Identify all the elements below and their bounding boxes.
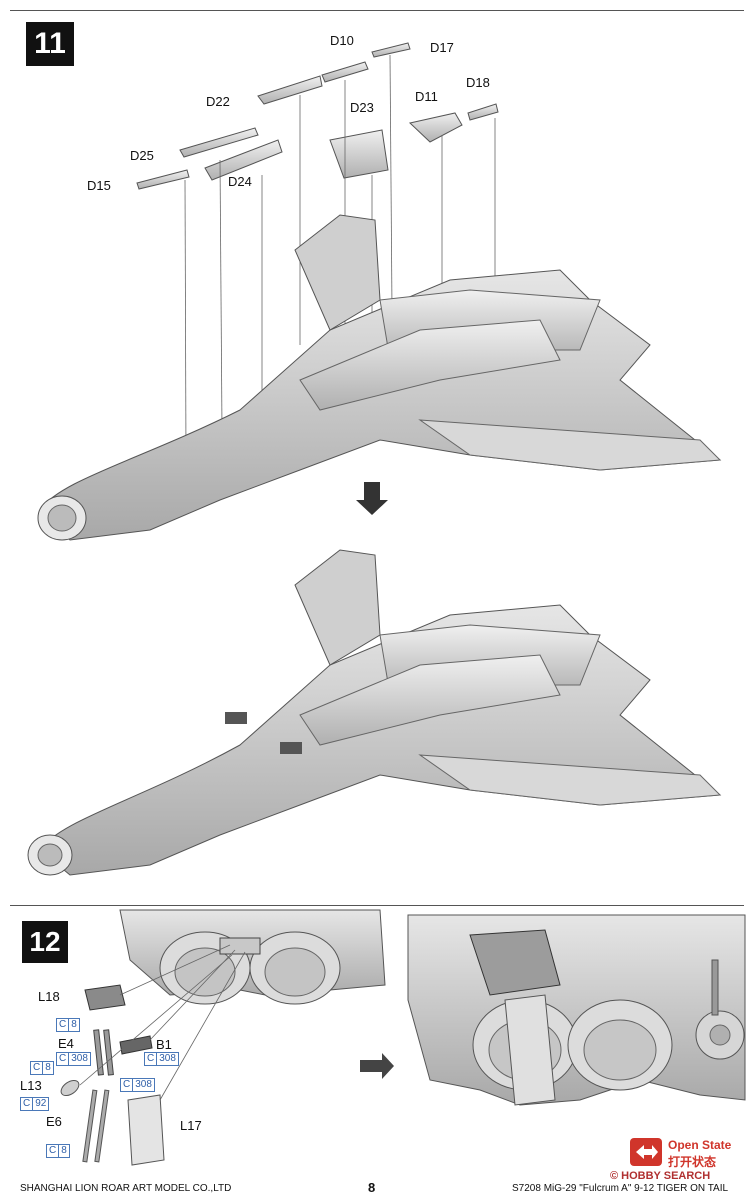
step12-leaders — [79, 944, 246, 1101]
part-d22 — [257, 75, 323, 105]
aircraft-upper — [37, 214, 722, 541]
step-number-11: 11 — [26, 22, 74, 66]
label-e4: E4 — [58, 1036, 74, 1051]
label-d18: D18 — [466, 75, 490, 90]
section-divider — [10, 905, 744, 906]
label-l13: L13 — [20, 1078, 42, 1093]
label-b1: B1 — [156, 1037, 172, 1052]
part-d23 — [329, 129, 389, 179]
step12-right-view — [407, 914, 746, 1106]
part-d24 — [204, 139, 283, 181]
part-d15 — [136, 169, 190, 190]
label-d17: D17 — [430, 40, 454, 55]
aircraft-lower — [27, 549, 722, 876]
footer-company: SHANGHAI LION ROAR ART MODEL CO.,LTD — [20, 1183, 232, 1194]
step12-left-view — [60, 909, 386, 1166]
part-d25 — [179, 127, 259, 158]
label-d11: D11 — [415, 89, 438, 104]
label-d22: D22 — [206, 94, 230, 109]
part-d11 — [408, 112, 463, 143]
label-l18: L18 — [38, 989, 60, 1004]
page-number: 8 — [368, 1180, 376, 1195]
watermark: © HOBBY SEARCH — [610, 1170, 711, 1182]
label-d23: D23 — [350, 100, 374, 115]
open-state-icon — [630, 1138, 662, 1166]
label-l17: L17 — [180, 1118, 202, 1133]
open-state-label-cn: 打开状态 — [668, 1155, 717, 1169]
footer-product: S7208 MiG-29 "Fulcrum A" 9-12 TIGER ON T… — [512, 1183, 729, 1194]
down-arrow — [356, 482, 388, 515]
label-d24: D24 — [228, 174, 252, 189]
open-state-label: Open State — [668, 1138, 732, 1152]
part-d17 — [371, 42, 411, 58]
part-d18 — [467, 103, 499, 121]
label-d10: D10 — [330, 33, 354, 48]
label-d25: D25 — [130, 148, 154, 163]
step11-parts — [136, 42, 499, 190]
part-d10 — [321, 61, 369, 83]
step-number-12: 12 — [22, 921, 68, 963]
label-d15: D15 — [87, 178, 111, 193]
right-arrow — [360, 1053, 394, 1079]
label-e6: E6 — [46, 1114, 62, 1129]
top-border — [10, 10, 744, 11]
